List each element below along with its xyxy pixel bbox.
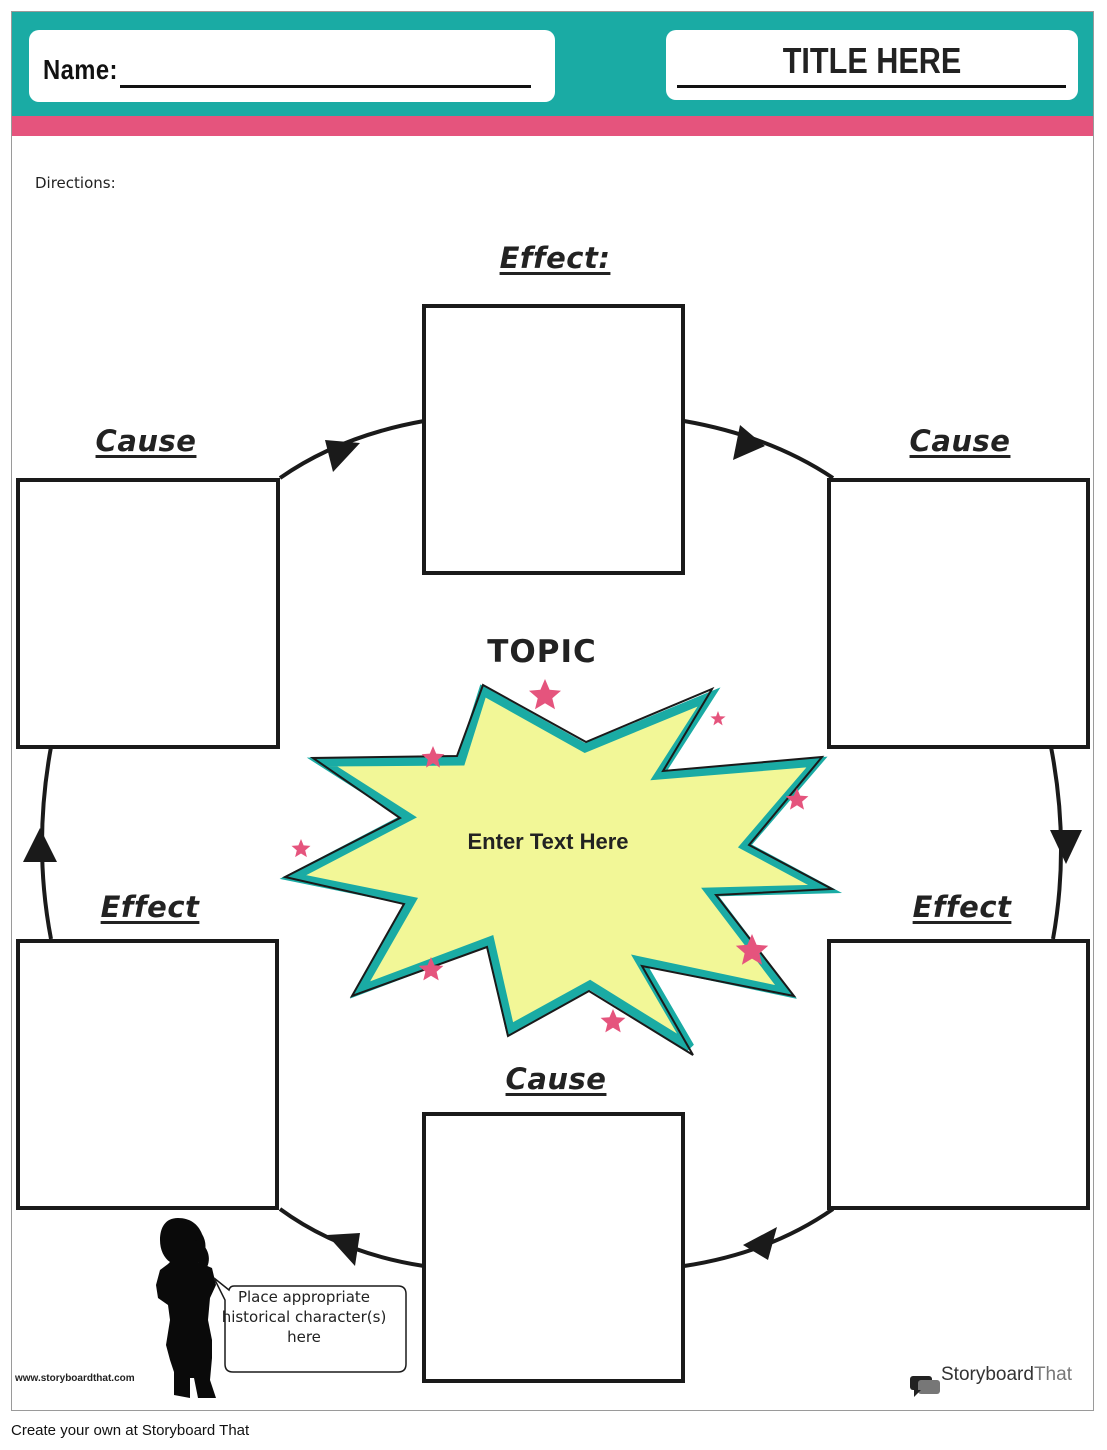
title-text[interactable]: TITLE HERE (782, 40, 962, 81)
storyboardthat-logo-icon (910, 1376, 940, 1397)
name-input-line[interactable] (120, 85, 531, 88)
star-icon (600, 1009, 626, 1033)
logo-word-storyboard: Storyboard (941, 1364, 1034, 1385)
logo-wordmark: StoryboardThat (941, 1364, 1072, 1386)
star-icon (418, 957, 444, 981)
character-silhouette (156, 1218, 216, 1398)
decorative-stars (291, 679, 809, 1033)
arrow-head (733, 425, 765, 460)
arrow-head (23, 828, 57, 862)
arrow-head (325, 440, 360, 472)
topic-heading[interactable]: TOPIC (487, 634, 597, 670)
arrow-head (327, 1233, 360, 1266)
effect-box-right[interactable] (827, 939, 1090, 1210)
topic-text[interactable]: Enter Text Here (467, 829, 629, 854)
arrow-head (743, 1227, 777, 1260)
cause-right-heading[interactable]: Cause (909, 424, 1011, 458)
arc-top-right (683, 419, 835, 480)
speech-bubble-line: Place appropriate (237, 1288, 371, 1306)
speech-bubble-line: here (287, 1328, 321, 1346)
logo-word-that: That (1033, 1364, 1072, 1385)
speech-bubble-text[interactable]: Place appropriate historical character(s… (214, 1287, 394, 1347)
arrowheads (23, 425, 1082, 1266)
title-card: TITLE HERE (666, 30, 1078, 100)
accent-stripe (12, 116, 1093, 136)
name-card: Name: (29, 30, 555, 102)
effect-top-heading[interactable]: Effect: (499, 241, 611, 275)
effect-box-top[interactable] (422, 304, 685, 575)
cause-bottom-heading[interactable]: Cause (505, 1062, 607, 1096)
arrow-head (1050, 830, 1082, 864)
topic-burst[interactable] (279, 684, 843, 1051)
directions-label[interactable]: Directions: (35, 174, 116, 192)
cause-box-bottom[interactable] (422, 1112, 685, 1383)
effect-box-left[interactable] (16, 939, 279, 1210)
footer-credit[interactable]: Create your own at Storyboard That (11, 1422, 250, 1439)
speech-bubble (213, 1277, 407, 1373)
topic-burst-outline (282, 683, 836, 1056)
effect-left-heading[interactable]: Effect (100, 890, 200, 924)
star-icon (735, 934, 769, 965)
site-url: www.storyboardthat.com (15, 1373, 135, 1384)
speech-bubble-line: historical character(s) (221, 1308, 387, 1326)
storyboardthat-logo: StoryboardThat (897, 1362, 1072, 1388)
effect-right-heading[interactable]: Effect (912, 890, 1012, 924)
cause-box-left[interactable] (16, 478, 280, 749)
cause-left-heading[interactable]: Cause (95, 424, 197, 458)
title-underline (677, 85, 1066, 88)
star-icon (529, 679, 561, 710)
star-icon (291, 839, 311, 858)
cause-box-right[interactable] (827, 478, 1090, 749)
star-icon (421, 746, 445, 768)
star-icon (710, 711, 726, 726)
name-label: Name: (43, 54, 118, 85)
star-icon (785, 788, 809, 810)
